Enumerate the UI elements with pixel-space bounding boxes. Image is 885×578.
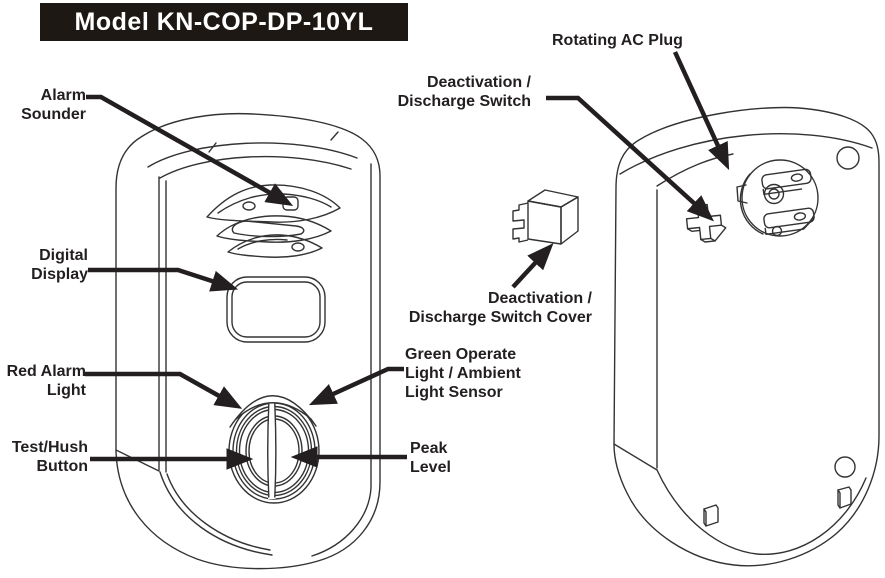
deactivation-switch-shape: [685, 203, 727, 243]
deactivation-switch-arrow: [546, 95, 715, 222]
label-green-operate-light: Green Operate Light / Ambient Light Sens…: [405, 346, 521, 401]
back-view-illustration: [613, 106, 880, 567]
rotating-ac-plug-shape: [736, 159, 819, 237]
label-red-alarm-light: Red Alarm Light: [6, 363, 86, 399]
switch-cover-illustration: [512, 189, 579, 245]
green-operate-light-arrow: [308, 366, 404, 406]
red-alarm-light-arrow: [85, 371, 243, 409]
digital-display-arrow: [88, 267, 239, 292]
label-rotating-ac-plug: Rotating AC Plug: [552, 32, 683, 49]
leader-arrows: [85, 51, 730, 470]
mounting-hole-bottom: [834, 456, 856, 478]
label-deactivation-discharge-switch: Deactivation / Discharge Switch: [397, 74, 531, 110]
label-peak-level: Peak Level: [410, 440, 451, 476]
digital-display-window: [226, 276, 326, 343]
light-bar-shape: [229, 395, 317, 428]
front-body-outline: [115, 112, 381, 570]
switch-cover-arrow: [511, 243, 554, 289]
alarm-sounder-arrow: [86, 94, 294, 206]
back-body-outline: [613, 106, 880, 567]
mounting-tabs: [703, 486, 852, 527]
rotating-ac-plug-arrow: [672, 51, 730, 171]
mounting-hole-top: [836, 146, 860, 170]
label-alarm-sounder: Alarm Sounder: [21, 87, 86, 123]
label-deactivation-discharge-switch-cover: Deactivation / Discharge Switch Cover: [408, 290, 592, 326]
label-test-hush-button: Test/Hush Button: [11, 439, 88, 475]
model-title: Model KN-COP-DP-10YL: [40, 3, 408, 41]
alarm-sounder-grille: [206, 184, 341, 258]
label-digital-display: Digital Display: [31, 247, 88, 283]
